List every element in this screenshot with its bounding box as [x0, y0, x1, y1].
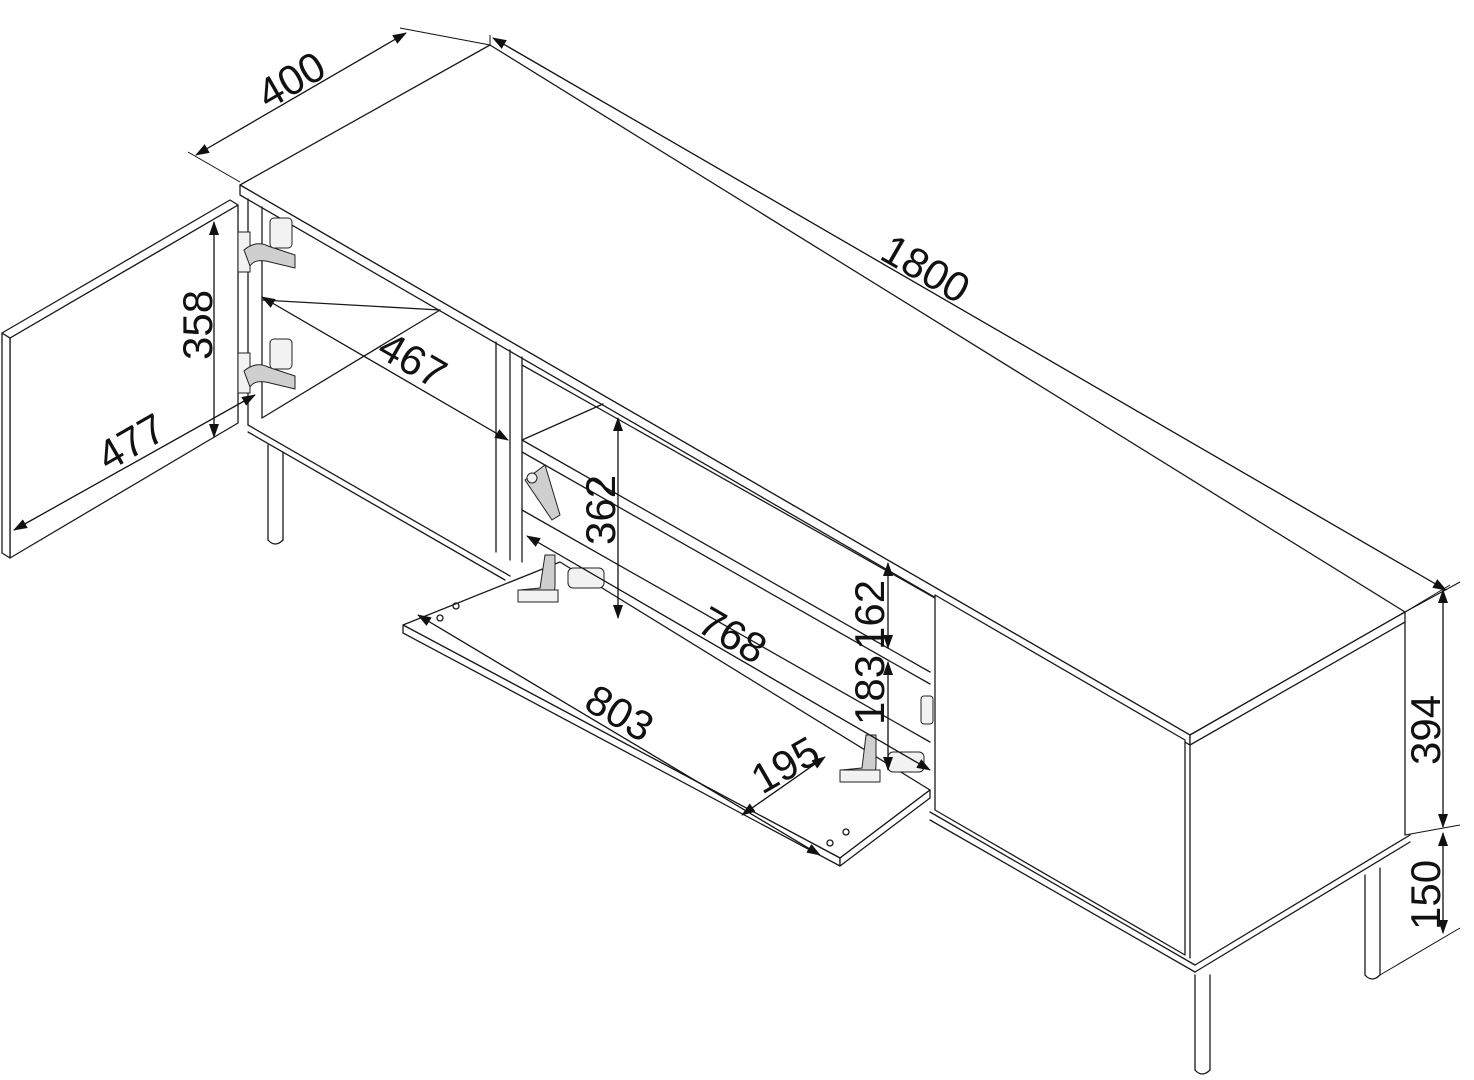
hinge-left-upper: [237, 217, 296, 273]
leg-front-right: [1194, 974, 1211, 1075]
leg-back-right: [1364, 867, 1381, 980]
leg-front-left: [267, 444, 284, 545]
hinge-left-lower: [237, 338, 296, 394]
label-depth: 400: [249, 42, 333, 118]
label-left-door-height: 358: [174, 290, 221, 360]
label-upper-shelf-gap: 162: [846, 580, 893, 650]
label-lower-shelf-gap: 183: [846, 655, 893, 725]
label-left-inner-width: 467: [371, 322, 455, 398]
dimension-lines: [13, 27, 1461, 976]
label-body-height: 394: [1402, 695, 1449, 765]
door-hinge-right: [920, 695, 934, 725]
label-middle-inner-height: 362: [577, 475, 624, 545]
right-door: [934, 594, 1186, 956]
legs: [267, 444, 1381, 1075]
left-door-open: [1, 199, 239, 559]
flap-stay-mechanism: [524, 464, 561, 521]
label-leg-height: 150: [1402, 860, 1449, 930]
